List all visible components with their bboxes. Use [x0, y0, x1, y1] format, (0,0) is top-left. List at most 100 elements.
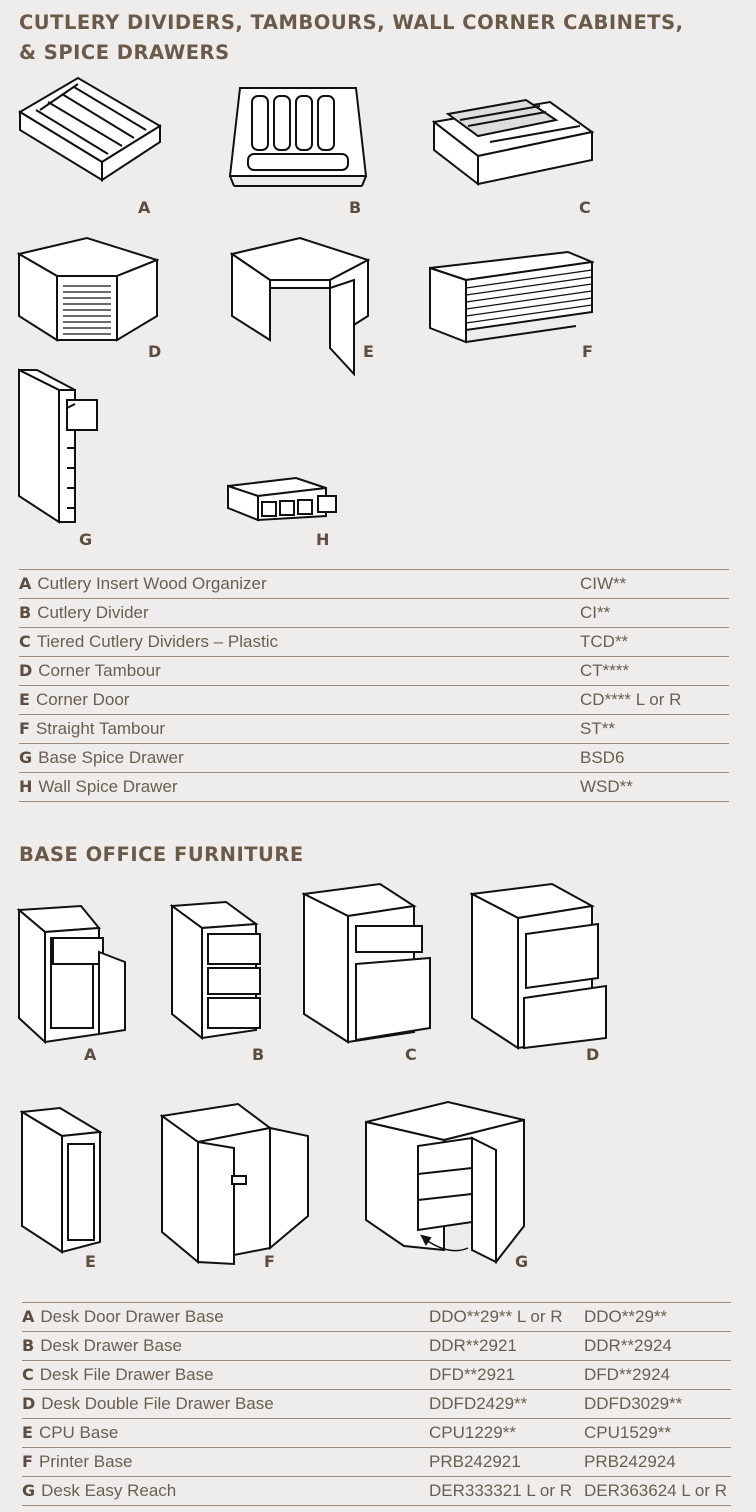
figure-label-h: H	[316, 530, 330, 549]
section-title-cutlery: CUTLERY DIVIDERS, TAMBOURS, WALL CORNER …	[19, 8, 749, 68]
row-letter: F	[22, 1452, 33, 1471]
row-code-2: PRB242924	[584, 1447, 731, 1477]
row-name: CPU Base	[38, 1423, 119, 1442]
desk-easy-reach-illustration	[364, 1100, 530, 1266]
desk-double-file-drawer-base-illustration	[470, 882, 610, 1050]
row-name: Desk File Drawer Base	[39, 1365, 214, 1384]
figure-label-g: G	[79, 530, 93, 549]
figure-label-f: F	[582, 342, 593, 361]
office-spec-row: D Desk Double File Drawer Base DDFD2429**D…	[22, 1389, 731, 1419]
row-code: BSD6	[580, 743, 729, 773]
row-letter: A	[22, 1307, 35, 1326]
cutlery-spec-row: F Straight Tambour ST**	[19, 714, 729, 744]
row-name: Printer Base	[38, 1452, 133, 1471]
row-letter: D	[19, 661, 33, 680]
base-spice-drawer-illustration	[17, 368, 101, 526]
row-code: CI**	[580, 598, 729, 628]
row-code-2: DDO**29**	[584, 1302, 731, 1332]
tiered-cutlery-dividers-illustration	[430, 92, 595, 192]
corner-tambour-illustration	[17, 236, 159, 344]
section-title-office-furniture: BASE OFFICE FURNITURE	[19, 843, 304, 866]
row-code-2: DDR**2924	[584, 1331, 731, 1361]
straight-tambour-illustration	[428, 250, 594, 344]
desk-file-drawer-base-illustration	[302, 882, 434, 1044]
row-name: Wall Spice Drawer	[38, 777, 178, 796]
office-figure-label-e: E	[85, 1252, 96, 1271]
row-code: CT****	[580, 656, 729, 686]
cutlery-insert-wood-organizer-illustration	[18, 70, 163, 190]
row-code-1: DFD**2921	[429, 1360, 584, 1390]
row-code: CIW**	[580, 569, 729, 599]
row-name: Desk Easy Reach	[41, 1481, 177, 1500]
row-letter: E	[19, 690, 30, 709]
figure-label-a: A	[138, 198, 151, 217]
row-code-1: CPU1229**	[429, 1418, 584, 1448]
office-figure-label-f: F	[264, 1252, 275, 1271]
corner-door-illustration	[230, 236, 370, 376]
figure-label-e: E	[363, 342, 374, 361]
cutlery-spec-row: D Corner Tambour CT****	[19, 656, 729, 686]
row-letter: H	[19, 777, 33, 796]
cutlery-spec-row: B Cutlery Divider CI**	[19, 598, 729, 628]
row-name: Cutlery Divider	[37, 603, 149, 622]
row-letter: F	[19, 719, 30, 738]
row-letter: A	[19, 574, 32, 593]
office-figure-label-d: D	[586, 1045, 600, 1064]
row-code: CD**** L or R	[580, 685, 729, 715]
row-code-1: DDR**2921	[429, 1331, 584, 1361]
office-figure-label-b: B	[252, 1045, 265, 1064]
row-name: Desk Door Drawer Base	[40, 1307, 224, 1326]
row-code-1: DDO**29** L or R	[429, 1302, 584, 1332]
office-figure-label-g: G	[515, 1252, 529, 1271]
row-code-1: DER333321 L or R	[429, 1476, 584, 1506]
row-letter: B	[22, 1336, 35, 1355]
row-code-2: DFD**2924	[584, 1360, 731, 1390]
row-name: Corner Tambour	[38, 661, 161, 680]
cutlery-spec-row: A Cutlery Insert Wood Organizer CIW**	[19, 569, 729, 599]
wall-spice-drawer-illustration	[226, 476, 338, 522]
row-letter: D	[22, 1394, 36, 1413]
cutlery-spec-table: A Cutlery Insert Wood Organizer CIW** B Cutl…	[19, 569, 729, 802]
row-name: Tiered Cutlery Dividers – Plastic	[36, 632, 278, 651]
cutlery-spec-row: E Corner Door CD**** L or R	[19, 685, 729, 715]
row-name: Desk Drawer Base	[40, 1336, 182, 1355]
row-name: Corner Door	[35, 690, 130, 709]
row-code-2: CPU1529**	[584, 1418, 731, 1448]
row-letter: B	[19, 603, 32, 622]
desk-door-drawer-base-illustration	[17, 904, 127, 1044]
row-name: Cutlery Insert Wood Organizer	[37, 574, 267, 593]
row-code-2: DDFD3029**	[584, 1389, 731, 1419]
figure-label-b: B	[349, 198, 362, 217]
row-code: WSD**	[580, 772, 729, 802]
desk-drawer-base-illustration	[170, 900, 264, 1042]
row-code: TCD**	[580, 627, 729, 657]
figure-label-c: C	[579, 198, 591, 217]
office-figure-label-c: C	[405, 1045, 417, 1064]
row-letter: G	[22, 1481, 36, 1500]
row-code-2: DER363624 L or R	[584, 1476, 731, 1506]
printer-base-illustration	[160, 1102, 310, 1266]
cutlery-spec-row: H Wall Spice Drawer WSD**	[19, 772, 729, 802]
row-letter: C	[22, 1365, 34, 1384]
row-code: ST**	[580, 714, 729, 744]
office-figure-label-a: A	[84, 1045, 97, 1064]
cpu-base-illustration	[20, 1106, 102, 1254]
row-name: Base Spice Drawer	[38, 748, 184, 767]
row-code-1: PRB242921	[429, 1447, 584, 1477]
section-title-line1: CUTLERY DIVIDERS, TAMBOURS, WALL CORNER …	[19, 11, 684, 34]
section-title-line2: & SPICE DRAWERS	[19, 41, 230, 64]
row-name: Desk Double File Drawer Base	[41, 1394, 274, 1413]
row-code-1: DDFD2429**	[429, 1389, 584, 1419]
figure-label-d: D	[148, 342, 162, 361]
row-name: Straight Tambour	[35, 719, 166, 738]
cutlery-divider-illustration	[228, 84, 368, 189]
